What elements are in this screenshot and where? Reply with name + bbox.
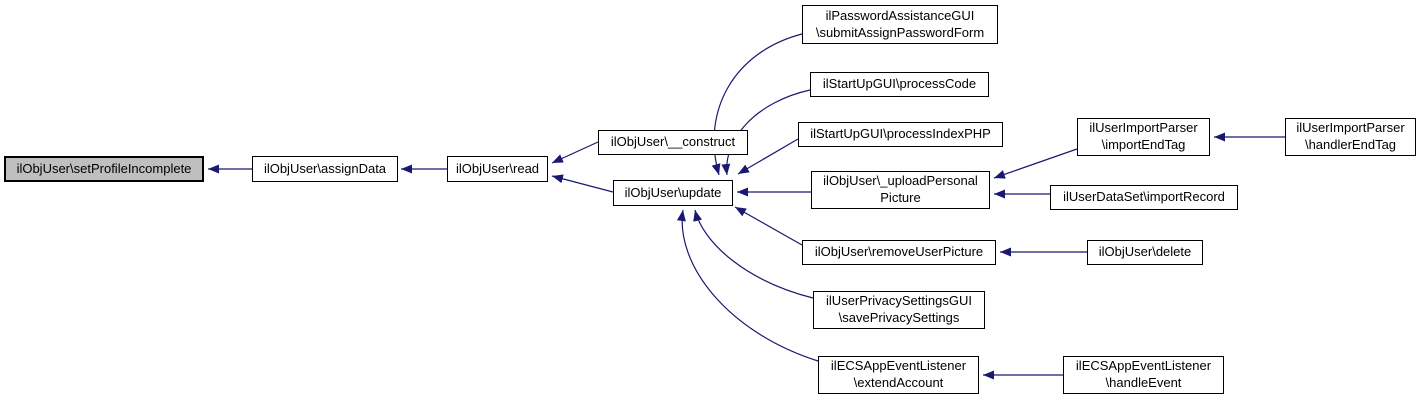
node-processindexphp[interactable]: ilStartUpGUI\processIndexPHP — [798, 122, 1003, 147]
node-setprofileincomplete[interactable]: ilObjUser\setProfileIncomplete — [4, 156, 204, 182]
edge-extendaccount-update — [676, 209, 819, 362]
node-label: ilStartUpGUI\processIndexPHP — [810, 126, 991, 142]
node-label: ilPasswordAssistanceGUI \submitAssignPas… — [815, 7, 985, 40]
node-label: ilUserDataSet\importRecord — [1063, 189, 1225, 205]
node-label: ilObjUser\removeUserPicture — [814, 244, 984, 260]
edge-processindexphp-update — [737, 138, 799, 175]
node-uploadpersonalpicture[interactable]: ilObjUser\_uploadPersonal Picture — [811, 171, 990, 209]
edge-processcode-update — [721, 89, 811, 176]
edge-importendtag-uploadpersonalpicture — [993, 148, 1078, 179]
node-extendaccount[interactable]: ilECSAppEventListener \extendAccount — [818, 356, 979, 394]
node-label: ilObjUser\delete — [1098, 244, 1192, 260]
node-importendtag[interactable]: ilUserImportParser \importEndTag — [1077, 118, 1210, 156]
node-label: ilUserImportParser \importEndTag — [1089, 120, 1198, 152]
node-delete[interactable]: ilObjUser\delete — [1087, 240, 1203, 265]
node-submitassignpasswordform[interactable]: ilPasswordAssistanceGUI \submitAssignPas… — [802, 5, 998, 44]
node-label: ilECSAppEventListener \extendAccount — [830, 358, 967, 390]
node-label: ilObjUser\setProfileIncomplete — [16, 160, 192, 176]
node-assigndata[interactable]: ilObjUser\assignData — [252, 156, 398, 182]
node-handleevent[interactable]: ilECSAppEventListener \handleEvent — [1063, 356, 1224, 394]
node-label: ilStartUpGUI\processCode — [822, 76, 977, 92]
node-label: ilObjUser\__construct — [610, 134, 736, 150]
node-saveprivacysettings[interactable]: ilUserPrivacySettingsGUI \savePrivacySet… — [813, 291, 985, 329]
node-update[interactable]: ilObjUser\update — [613, 180, 733, 206]
edge-update-read — [551, 174, 614, 193]
node-label: ilUserPrivacySettingsGUI \savePrivacySet… — [826, 293, 972, 325]
node-construct[interactable]: ilObjUser\__construct — [598, 130, 748, 155]
edge-removeuserpicture-update — [734, 206, 803, 246]
edge-construct-read — [551, 141, 599, 164]
node-read[interactable]: ilObjUser\read — [447, 156, 548, 182]
node-label: ilObjUser\_uploadPersonal Picture — [823, 173, 978, 205]
node-label: ilObjUser\update — [624, 184, 722, 200]
node-handlerendtag[interactable]: ilUserImportParser \handlerEndTag — [1285, 118, 1416, 156]
edge-saveprivacysettings-update — [693, 209, 814, 299]
node-importrecord[interactable]: ilUserDataSet\importRecord — [1050, 185, 1238, 210]
node-label: ilUserImportParser \handlerEndTag — [1296, 120, 1405, 152]
node-processcode[interactable]: ilStartUpGUI\processCode — [810, 72, 989, 97]
node-label: ilECSAppEventListener \handleEvent — [1075, 358, 1212, 390]
node-label: ilObjUser\assignData — [263, 160, 387, 176]
node-removeuserpicture[interactable]: ilObjUser\removeUserPicture — [802, 240, 996, 265]
node-label: ilObjUser\read — [455, 160, 540, 176]
